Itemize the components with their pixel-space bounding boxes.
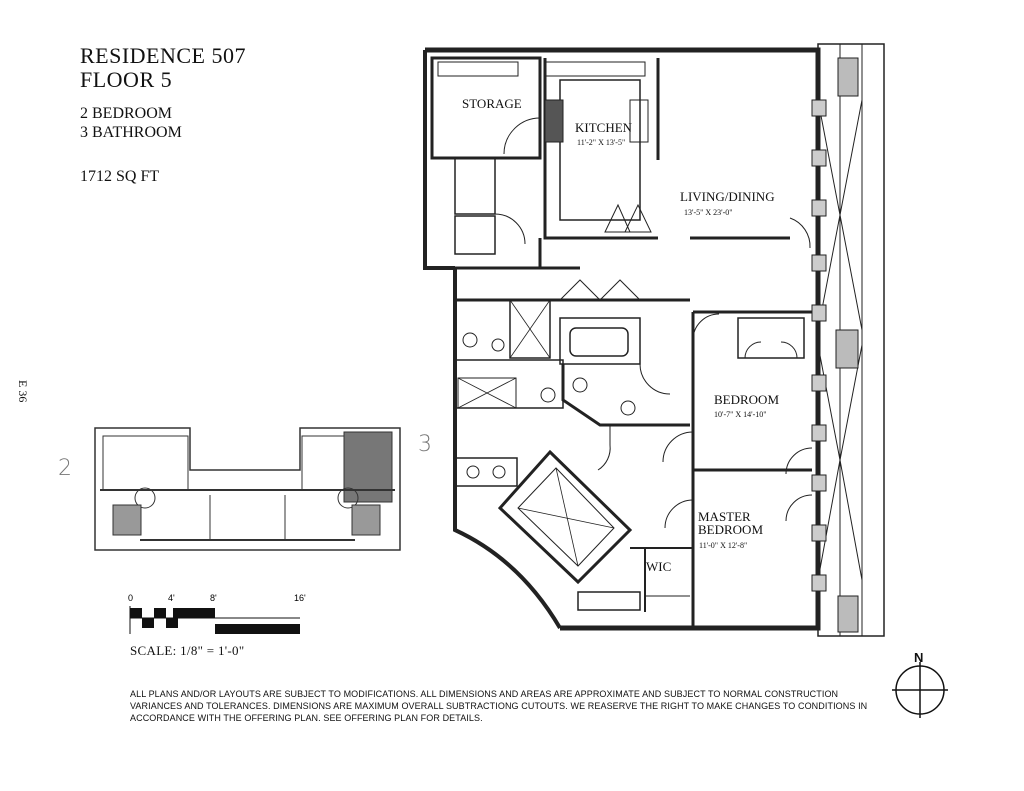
room-dim-kitchen: 11'-2" X 13'-5"	[577, 138, 625, 147]
unit-summary: 2 BEDROOM 3 BATHROOM	[80, 104, 182, 142]
room-label-kitchen: KITCHEN	[575, 120, 633, 135]
room-dim-bedroom: 10'-7" X 14'-10"	[714, 410, 767, 419]
bedroom-count: 2 BEDROOM	[80, 105, 173, 122]
residence-title: RESIDENCE 507 FLOOR 5	[80, 44, 246, 92]
north-arrow-icon: N	[892, 650, 948, 718]
room-label-master-1: MASTER	[698, 509, 751, 524]
scale-label: SCALE: 1/8" = 1'-0"	[130, 643, 245, 658]
scale-tick-4: 4'	[168, 593, 175, 603]
scale-tick-8: 8'	[210, 593, 217, 603]
handwritten-mark-3: 3	[418, 432, 432, 457]
room-label-living: LIVING/DINING	[680, 189, 775, 204]
room-label-bedroom: BEDROOM	[714, 392, 779, 407]
room-label-wic: WIC	[646, 559, 671, 574]
residence-name: RESIDENCE 507	[80, 43, 246, 68]
scale-tick-0: 0	[128, 593, 133, 603]
key-plan	[94, 427, 401, 551]
bathroom-count: 3 BATHROOM	[80, 124, 182, 141]
scale-bar: 0 4' 8' 16'	[128, 593, 306, 634]
room-dim-master: 11'-0" X 12'-8"	[699, 541, 747, 550]
scale-tick-16: 16'	[294, 593, 306, 603]
square-footage: 1712 SQ FT	[80, 168, 160, 185]
handwritten-mark-2: 2	[58, 456, 72, 481]
floor-label: FLOOR 5	[80, 67, 173, 92]
room-label-master-2: BEDROOM	[698, 522, 763, 537]
north-label: N	[914, 650, 923, 665]
room-dim-living: 13'-5" X 23'-0"	[684, 208, 733, 217]
room-label-storage: STORAGE	[462, 96, 522, 111]
disclaimer-text: ALL PLANS AND/OR LAYOUTS ARE SUBJECT TO …	[130, 689, 868, 723]
